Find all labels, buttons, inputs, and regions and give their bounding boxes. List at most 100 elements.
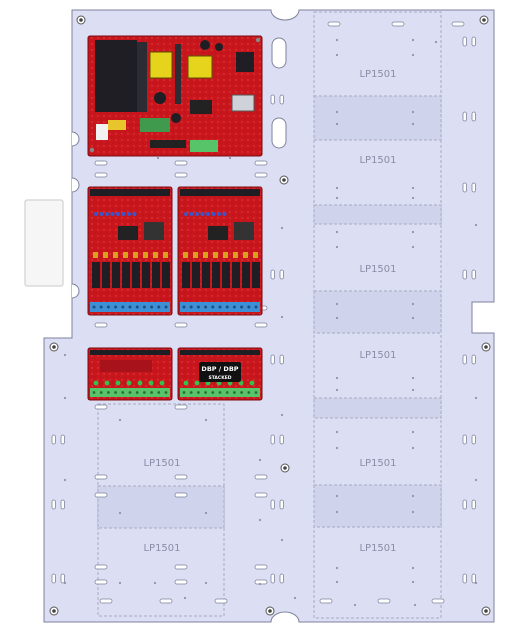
dot-hole bbox=[335, 580, 339, 584]
dot-hole bbox=[204, 418, 208, 422]
terminal-screw bbox=[135, 305, 139, 309]
relay bbox=[222, 262, 230, 288]
relay bbox=[122, 262, 130, 288]
dot-hole bbox=[63, 396, 67, 400]
led-icon bbox=[189, 212, 194, 216]
fuse bbox=[103, 252, 108, 258]
terminal-screw bbox=[225, 305, 229, 309]
dot-hole bbox=[411, 196, 415, 200]
stacked-badge-line2: STACKED bbox=[208, 375, 231, 381]
led-icon bbox=[148, 380, 154, 386]
fuse bbox=[213, 252, 218, 258]
chip bbox=[144, 222, 164, 240]
terminal-screw bbox=[218, 391, 222, 394]
fuse bbox=[183, 252, 188, 258]
dot-hole bbox=[411, 376, 415, 380]
screw-icon bbox=[282, 178, 286, 182]
dot-hole bbox=[204, 581, 208, 585]
terminal-screw bbox=[114, 391, 117, 394]
dot-hole bbox=[258, 458, 262, 462]
slot-icon bbox=[94, 404, 108, 410]
terminal-screw bbox=[92, 305, 96, 309]
terminal-screw bbox=[240, 305, 244, 309]
hole-icon bbox=[462, 573, 467, 584]
dot-hole bbox=[153, 581, 157, 585]
led-icon bbox=[194, 380, 200, 386]
terminal-screw bbox=[164, 305, 168, 309]
slot-icon bbox=[159, 598, 173, 604]
chip bbox=[190, 100, 212, 114]
dot-hole bbox=[335, 196, 339, 200]
terminal-screw bbox=[218, 305, 222, 309]
hole-icon bbox=[51, 434, 56, 445]
relay bbox=[142, 262, 150, 288]
relay bbox=[102, 262, 110, 288]
hole-icon bbox=[60, 434, 65, 445]
hole-icon bbox=[462, 499, 467, 510]
led-icon bbox=[200, 212, 205, 216]
terminal-screw bbox=[211, 305, 215, 309]
top-header bbox=[180, 189, 260, 196]
led-icon bbox=[137, 380, 143, 386]
fuse bbox=[203, 252, 208, 258]
relay bbox=[232, 262, 240, 288]
external-module bbox=[24, 199, 64, 287]
led-icon bbox=[116, 212, 120, 216]
relay bbox=[132, 262, 140, 288]
terminal-screw bbox=[211, 391, 215, 394]
terminal-screw bbox=[143, 391, 146, 394]
slot-icon bbox=[431, 598, 445, 604]
slot-icon bbox=[254, 579, 268, 585]
dot-hole bbox=[411, 430, 415, 434]
hole-icon bbox=[471, 434, 476, 445]
zone-band bbox=[313, 397, 442, 419]
dot-hole bbox=[411, 566, 415, 570]
relay bbox=[92, 262, 100, 288]
led-icon bbox=[121, 212, 126, 216]
slot-icon bbox=[174, 579, 188, 585]
relay bbox=[252, 262, 260, 288]
slot-icon bbox=[94, 474, 108, 480]
fuse bbox=[113, 252, 118, 258]
relay bbox=[202, 262, 210, 288]
fuse bbox=[243, 252, 248, 258]
relay bbox=[152, 262, 160, 288]
led-icon bbox=[115, 380, 121, 386]
hole-icon bbox=[462, 111, 467, 122]
hole-icon bbox=[270, 434, 275, 445]
dot-hole bbox=[280, 226, 284, 230]
terminal-screw bbox=[225, 391, 229, 394]
dot-hole bbox=[474, 396, 478, 400]
dot-hole bbox=[411, 510, 415, 514]
slot-icon bbox=[214, 598, 228, 604]
fuse bbox=[153, 252, 158, 258]
led-icon bbox=[249, 380, 255, 386]
dot-hole bbox=[434, 40, 438, 44]
hole-icon bbox=[51, 499, 56, 510]
capacitor bbox=[200, 40, 210, 50]
slot-icon bbox=[94, 160, 108, 166]
notch bbox=[71, 131, 80, 147]
dot-hole bbox=[353, 603, 357, 607]
dot-hole bbox=[411, 53, 415, 57]
led-icon bbox=[132, 212, 137, 216]
slot-icon bbox=[254, 322, 268, 328]
slot-icon bbox=[94, 579, 108, 585]
led-icon bbox=[217, 212, 221, 216]
led-icon bbox=[126, 380, 132, 386]
hole-icon bbox=[270, 354, 275, 365]
led-icon bbox=[104, 380, 110, 386]
relay bbox=[242, 262, 250, 288]
dot-hole bbox=[63, 353, 67, 357]
slot-icon bbox=[174, 474, 188, 480]
fuse bbox=[143, 252, 148, 258]
terminal-screw bbox=[106, 305, 110, 309]
fuse bbox=[223, 252, 228, 258]
led-icon bbox=[159, 380, 165, 386]
hole-icon bbox=[279, 499, 284, 510]
hole-icon bbox=[279, 94, 284, 105]
hole-icon bbox=[471, 354, 476, 365]
connector bbox=[231, 94, 255, 112]
